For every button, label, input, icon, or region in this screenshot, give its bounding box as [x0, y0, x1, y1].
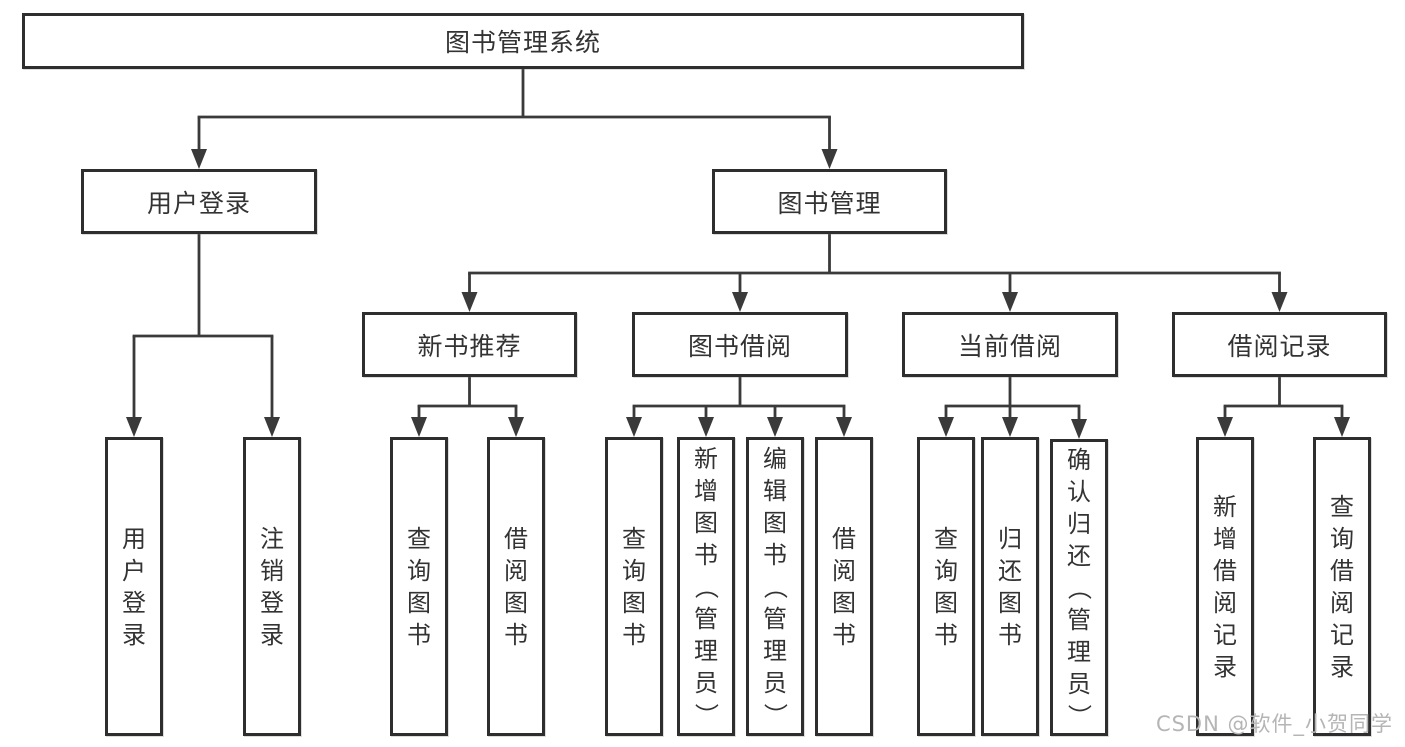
csdn-watermark: CSDN @软件_小贺同学	[1155, 712, 1393, 736]
node-rec-2: 借阅图书	[487, 437, 545, 736]
arrowhead-icon	[508, 417, 524, 437]
arrowhead-icon	[732, 292, 748, 312]
node-login-2: 注销登录	[243, 437, 301, 736]
node-label: 借阅图书	[504, 524, 528, 649]
arrowhead-icon	[1334, 417, 1350, 437]
node-mgmt: 图书管理	[712, 169, 947, 234]
node-borrow-4: 借阅图书	[815, 437, 873, 736]
arrowhead-icon	[836, 417, 852, 437]
node-label: 借阅记录	[1227, 331, 1332, 361]
node-label: 图书管理系统	[444, 28, 601, 57]
node-label: 新书推荐	[417, 331, 522, 361]
node-label: 图书管理	[777, 188, 882, 218]
node-login: 用户登录	[81, 169, 317, 234]
node-borrow-3: 编辑图书（管理员）	[746, 437, 804, 736]
arrowhead-icon	[1002, 417, 1018, 437]
arrowhead-icon	[938, 417, 954, 437]
node-root: 图书管理系统	[22, 13, 1024, 69]
node-label: 图书借阅	[687, 331, 792, 361]
arrowhead-icon	[698, 417, 714, 437]
node-label: 用户登录	[146, 188, 251, 218]
node-rec-1: 查询图书	[390, 437, 448, 736]
node-label: 确认归还（管理员）	[1065, 445, 1093, 728]
node-label: 编辑图书（管理员）	[761, 444, 789, 727]
node-borrow: 图书借阅	[632, 312, 848, 377]
arrowhead-icon	[1271, 292, 1288, 312]
node-login-1: 用户登录	[105, 437, 163, 736]
node-label: 新增借阅记录	[1213, 492, 1237, 681]
node-label: 查询图书	[622, 524, 646, 649]
node-current: 当前借阅	[902, 312, 1118, 377]
node-current-1: 查询图书	[917, 437, 975, 736]
node-label: 借阅图书	[832, 524, 856, 649]
node-current-3: 确认归还（管理员）	[1050, 439, 1108, 736]
arrowhead-icon	[461, 292, 478, 312]
node-rec: 新书推荐	[362, 312, 577, 377]
node-label: 归还图书	[998, 524, 1022, 649]
node-borrow-1: 查询图书	[605, 437, 663, 736]
node-borrow-2: 新增图书（管理员）	[677, 437, 735, 736]
node-label: 注销登录	[260, 524, 284, 649]
arrowhead-icon	[411, 417, 427, 437]
node-current-2: 归还图书	[981, 437, 1039, 736]
node-label: 查询图书	[934, 524, 958, 649]
arrowhead-icon	[264, 417, 280, 437]
arrowhead-icon	[626, 417, 642, 437]
node-label: 用户登录	[122, 524, 146, 649]
arrowhead-icon	[191, 149, 207, 169]
node-label: 查询图书	[407, 524, 431, 649]
arrowhead-icon	[821, 149, 838, 169]
arrowhead-icon	[1002, 292, 1018, 312]
arrowhead-icon	[767, 417, 783, 437]
arrowhead-icon	[126, 417, 142, 437]
node-label: 查询借阅记录	[1330, 492, 1354, 681]
node-record: 借阅记录	[1172, 312, 1387, 377]
arrowhead-icon	[1071, 419, 1087, 439]
node-record-2: 查询借阅记录	[1313, 437, 1371, 736]
node-label: 新增图书（管理员）	[692, 444, 720, 727]
node-record-1: 新增借阅记录	[1196, 437, 1254, 736]
node-label: 当前借阅	[957, 331, 1062, 361]
arrowhead-icon	[1217, 417, 1233, 437]
